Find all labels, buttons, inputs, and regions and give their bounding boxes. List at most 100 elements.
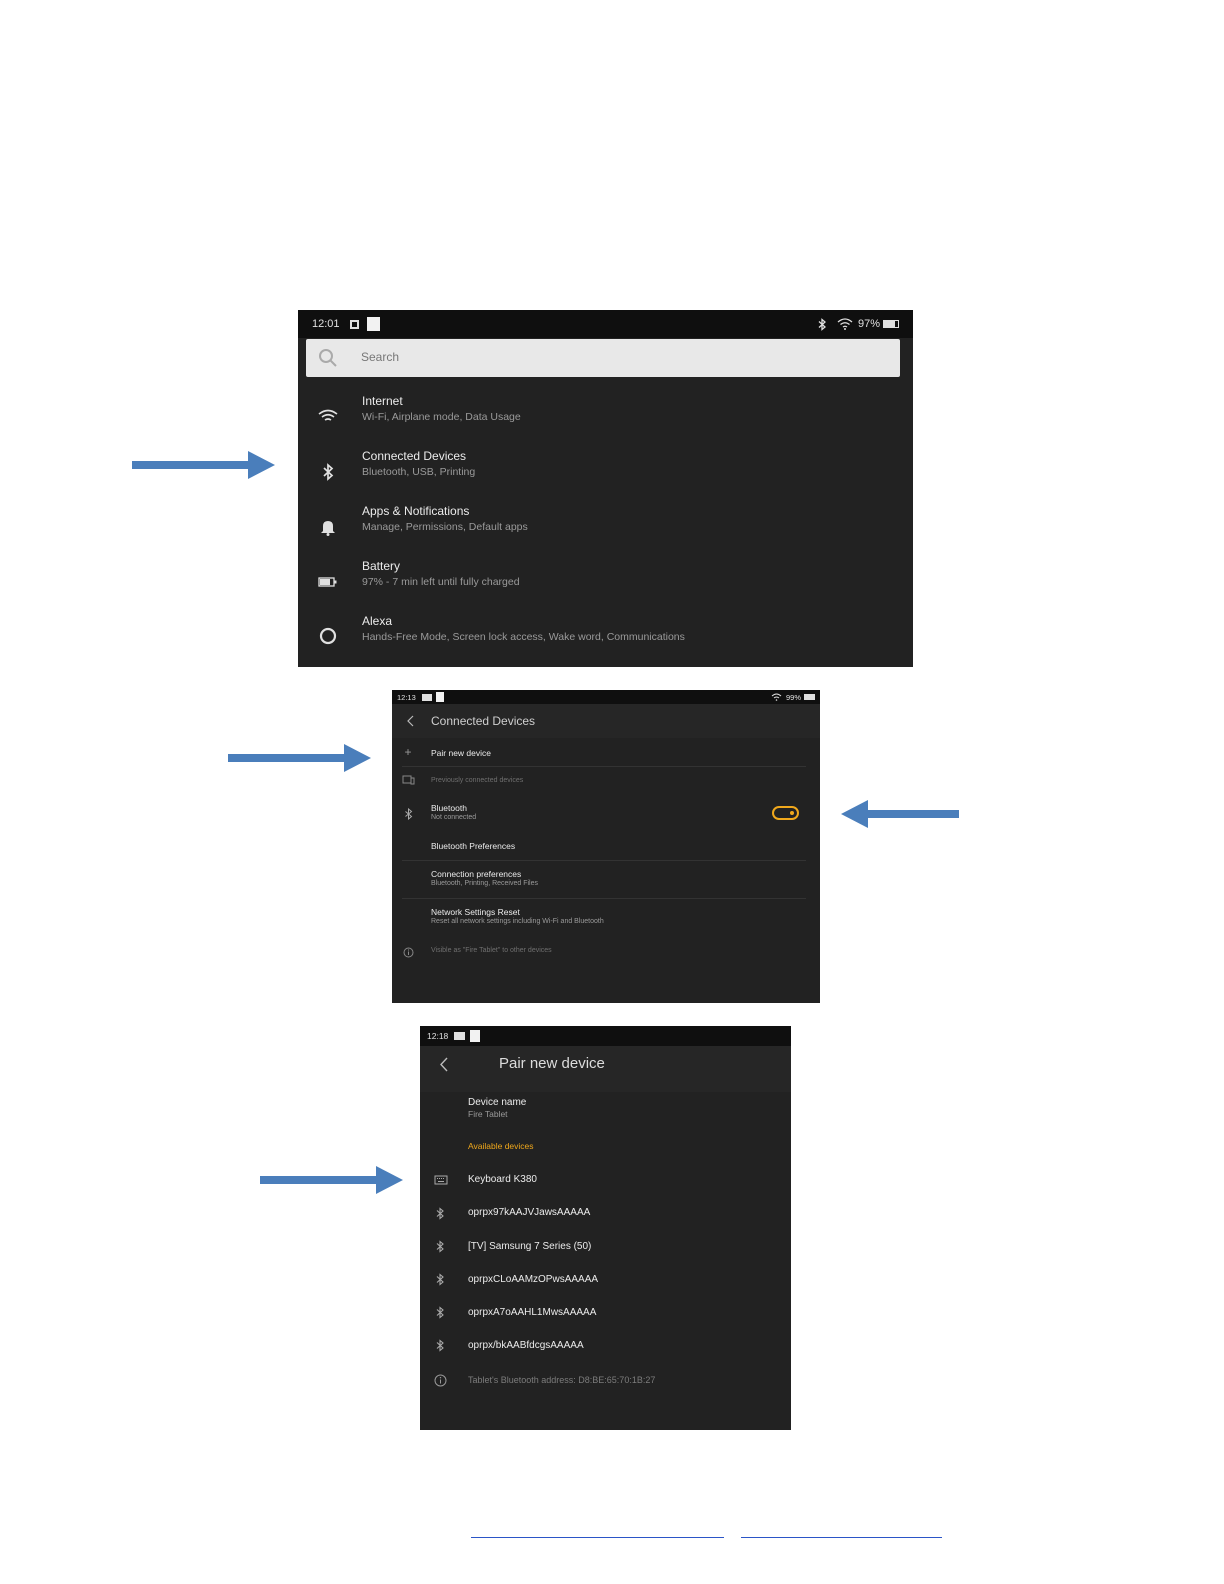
search-placeholder: Search <box>361 350 400 364</box>
bluetooth-preferences-label: Bluetooth Preferences <box>431 841 516 851</box>
device-name: Keyboard K380 <box>468 1174 537 1185</box>
search-icon <box>318 348 338 368</box>
notification-icon <box>349 319 359 329</box>
status-battery-text: 99% <box>785 692 801 702</box>
page-title: Pair new device <box>499 1055 605 1072</box>
bluetooth-icon <box>434 1272 446 1286</box>
bell-icon <box>318 518 338 536</box>
bluetooth-subtitle: Not connected <box>431 814 477 821</box>
back-arrow-icon[interactable] <box>403 714 417 728</box>
wifi-status-icon <box>837 318 853 330</box>
device-list-item[interactable]: oprpxCLoAAMzOPwsAAAAA <box>420 1263 791 1296</box>
device-name-item[interactable]: Device name Fire Tablet <box>420 1092 791 1132</box>
info-icon <box>433 1373 447 1387</box>
previously-connected-item[interactable]: Previously connected devices <box>392 768 820 794</box>
network-reset-item[interactable]: Network Settings Reset Reset all network… <box>392 904 820 934</box>
settings-item-internet[interactable]: Internet Wi-Fi, Airplane mode, Data Usag… <box>298 390 913 445</box>
notification-square-icon <box>366 317 380 331</box>
footer-link-underline[interactable] <box>471 1537 724 1538</box>
settings-item-subtitle: Hands-Free Mode, Screen lock access, Wak… <box>362 631 685 643</box>
battery-status-icon <box>883 320 899 328</box>
bt-address-text: Tablet's Bluetooth address: D8:BE:65:70:… <box>468 1375 656 1385</box>
settings-screenshot: 12:01 97% Search Internet Wi-Fi, Airplan… <box>298 310 913 667</box>
bluetooth-icon <box>434 1239 446 1253</box>
device-list-item[interactable]: oprpxA7oAAHL1MwsAAAAA <box>420 1296 791 1329</box>
divider <box>402 898 806 899</box>
settings-item-title: Alexa <box>362 614 393 628</box>
status-battery-text: 97% <box>857 318 880 330</box>
notification-square-icon <box>470 1030 481 1042</box>
device-list-item[interactable]: oprpx97kAAJVJawsAAAAA <box>420 1197 791 1230</box>
connection-preferences-title: Connection preferences <box>431 869 522 879</box>
settings-item-title: Connected Devices <box>362 449 467 463</box>
bluetooth-preferences-item[interactable]: Bluetooth Preferences <box>392 836 820 858</box>
wifi-status-icon <box>771 693 782 701</box>
settings-item-subtitle: 97% - 7 min left until fully charged <box>362 576 520 588</box>
divider <box>402 766 806 767</box>
plus-icon: + <box>404 745 412 759</box>
bluetooth-icon <box>434 1338 446 1352</box>
search-bar[interactable]: Search <box>306 339 900 377</box>
pair-new-device-label: Pair new device <box>431 748 492 758</box>
settings-item-connected-devices[interactable]: Connected Devices Bluetooth, USB, Printi… <box>298 445 913 500</box>
bluetooth-icon <box>402 807 414 821</box>
bluetooth-icon <box>434 1305 446 1319</box>
network-reset-subtitle: Reset all network settings including Wi-… <box>431 918 604 925</box>
visibility-info: Visible as "Fire Tablet" to other device… <box>392 942 820 962</box>
pair-new-device-item[interactable]: + Pair new device <box>392 740 820 766</box>
battery-icon <box>318 575 338 589</box>
device-name-value: Fire Tablet <box>468 1109 508 1119</box>
keyboard-icon <box>433 1174 449 1186</box>
device-name: [TV] Samsung 7 Series (50) <box>468 1241 592 1252</box>
arrow-right-icon <box>228 744 371 772</box>
device-list-item[interactable]: oprpx/bkAABfdcgsAAAAA <box>420 1329 791 1362</box>
settings-item-apps-notifications[interactable]: Apps & Notifications Manage, Permissions… <box>298 500 913 555</box>
bluetooth-icon <box>320 462 336 482</box>
app-header: Connected Devices <box>392 704 820 738</box>
previously-connected-label: Previously connected devices <box>431 777 524 784</box>
settings-item-subtitle: Bluetooth, USB, Printing <box>362 466 476 478</box>
page-title: Connected Devices <box>431 714 536 728</box>
arrow-left-icon <box>841 800 959 828</box>
devices-icon <box>401 774 415 786</box>
connection-preferences-subtitle: Bluetooth, Printing, Received Files <box>431 880 538 887</box>
settings-item-alexa[interactable]: Alexa Hands-Free Mode, Screen lock acces… <box>298 610 913 665</box>
arrow-right-icon <box>132 451 275 479</box>
back-arrow-icon[interactable] <box>436 1056 450 1072</box>
notification-square-icon <box>435 692 444 702</box>
device-name: oprpxCLoAAMzOPwsAAAAA <box>468 1274 599 1285</box>
device-name: oprpx97kAAJVJawsAAAAA <box>468 1207 591 1218</box>
device-list-item[interactable]: [TV] Samsung 7 Series (50) <box>420 1230 791 1263</box>
settings-item-title: Apps & Notifications <box>362 504 470 518</box>
pair-new-device-screenshot: 12:18 Pair new device Device name Fire T… <box>420 1026 791 1430</box>
device-list-item[interactable]: Keyboard K380 <box>420 1164 791 1197</box>
bluetooth-status-icon <box>818 317 826 331</box>
device-name: oprpx/bkAABfdcgsAAAAA <box>468 1340 584 1351</box>
battery-status-icon <box>804 694 815 700</box>
bluetooth-icon <box>434 1206 446 1220</box>
alexa-icon <box>318 626 338 646</box>
settings-item-battery[interactable]: Battery 97% - 7 min left until fully cha… <box>298 555 913 610</box>
connection-preferences-item[interactable]: Connection preferences Bluetooth, Printi… <box>392 866 820 896</box>
bluetooth-toggle[interactable] <box>772 806 799 820</box>
status-time: 12:13 <box>397 692 416 702</box>
wifi-icon <box>318 408 338 424</box>
status-bar: 12:13 99% <box>392 690 820 704</box>
status-time: 12:18 <box>427 1031 449 1041</box>
device-name-label: Device name <box>468 1097 527 1108</box>
mail-icon <box>421 693 432 701</box>
bt-address-info: Tablet's Bluetooth address: D8:BE:65:70:… <box>420 1364 791 1394</box>
info-icon <box>402 946 414 958</box>
arrow-right-icon <box>260 1166 403 1194</box>
bluetooth-item[interactable]: Bluetooth Not connected <box>392 800 820 828</box>
footer-link-underline[interactable] <box>741 1537 942 1538</box>
available-devices-header: Available devices <box>468 1141 534 1151</box>
divider <box>402 860 806 861</box>
status-bar: 12:01 97% <box>298 310 913 338</box>
toggle-knob <box>790 811 794 815</box>
settings-item-title: Internet <box>362 394 403 408</box>
status-time: 12:01 <box>312 318 340 330</box>
connected-devices-screenshot: 12:13 99% Connected Devices + Pair new d… <box>392 690 820 1003</box>
visibility-text: Visible as "Fire Tablet" to other device… <box>431 947 552 954</box>
settings-item-subtitle: Wi-Fi, Airplane mode, Data Usage <box>362 411 521 423</box>
